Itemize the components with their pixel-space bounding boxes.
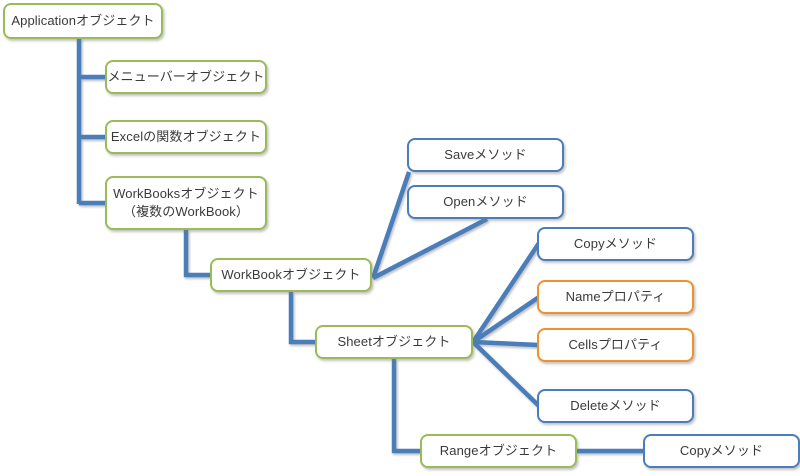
connector-workbook-to-save bbox=[370, 171, 412, 279]
node-name-property[interactable]: Nameプロパティ bbox=[537, 280, 694, 314]
connector-sheet-to-range bbox=[391, 359, 421, 454]
node-excel-function[interactable]: Excelの関数オブジェクト bbox=[105, 120, 267, 154]
connector-sheet-to-name bbox=[471, 295, 541, 344]
node-delete-method-label: Deleteメソッド bbox=[570, 398, 661, 414]
node-range-label: Rangeオブジェクト bbox=[439, 443, 558, 459]
connector-sheet-to-cells bbox=[472, 339, 540, 348]
node-delete-method[interactable]: Deleteメソッド bbox=[537, 389, 694, 423]
connector-sheet-to-copy bbox=[471, 241, 541, 344]
node-copy-method-sheet[interactable]: Copyメソッド bbox=[537, 227, 694, 261]
node-open-method[interactable]: Openメソッド bbox=[407, 185, 564, 219]
node-excel-function-label: Excelの関数オブジェクト bbox=[110, 129, 262, 145]
node-workbooks-sublabel: （複数のWorkBook） bbox=[122, 204, 250, 219]
node-save-method-label: Saveメソッド bbox=[444, 147, 527, 163]
node-open-method-label: Openメソッド bbox=[443, 194, 528, 210]
node-range[interactable]: Rangeオブジェクト bbox=[420, 434, 577, 468]
node-workbook[interactable]: WorkBookオブジェクト bbox=[210, 258, 372, 292]
node-copy-method-range[interactable]: Copyメソッド bbox=[643, 434, 800, 468]
node-copy-method-sheet-label: Copyメソッド bbox=[573, 236, 658, 252]
node-copy-method-range-label: Copyメソッド bbox=[679, 443, 764, 459]
node-sheet[interactable]: Sheetオブジェクト bbox=[315, 325, 473, 359]
node-workbooks[interactable]: WorkBooksオブジェクト （複数のWorkBook） bbox=[105, 176, 267, 230]
node-application-label: Applicationオブジェクト bbox=[11, 13, 155, 29]
connector-workbook-to-open bbox=[371, 217, 489, 280]
node-application[interactable]: Applicationオブジェクト bbox=[3, 3, 163, 39]
node-save-method[interactable]: Saveメソッド bbox=[407, 138, 564, 172]
node-cells-property[interactable]: Cellsプロパティ bbox=[537, 328, 694, 362]
connector-sheet-to-delete bbox=[471, 340, 541, 408]
connector-workbook-to-sheet bbox=[288, 292, 316, 345]
node-sheet-label: Sheetオブジェクト bbox=[337, 334, 451, 350]
node-name-property-label: Nameプロパティ bbox=[565, 289, 666, 305]
node-cells-property-label: Cellsプロパティ bbox=[568, 337, 663, 353]
node-menubar-label: メニューバーオブジェクト bbox=[107, 69, 265, 85]
node-menubar[interactable]: メニューバーオブジェクト bbox=[105, 60, 267, 94]
connector-workbooks-to-workbook bbox=[183, 230, 211, 278]
node-workbooks-label: WorkBooksオブジェクト bbox=[113, 186, 259, 202]
node-workbook-label: WorkBookオブジェクト bbox=[221, 267, 361, 283]
